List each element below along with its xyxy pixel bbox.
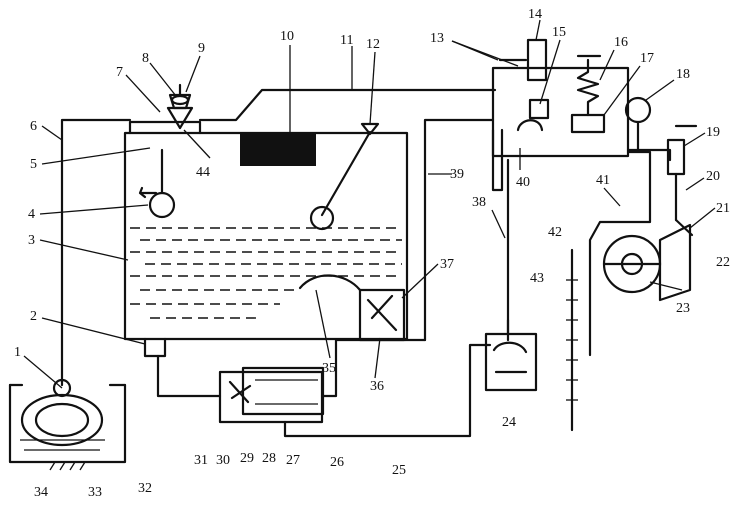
label-20: 20 — [706, 169, 720, 184]
label-27: 27 — [286, 453, 300, 468]
label-32: 32 — [138, 481, 152, 496]
float-arm — [320, 130, 372, 217]
label-8: 8 — [142, 51, 149, 66]
label-38: 38 — [472, 195, 486, 210]
label-12: 12 — [366, 37, 380, 52]
label-33: 33 — [88, 485, 102, 500]
label-25: 25 — [392, 463, 406, 478]
label-21: 21 — [716, 201, 730, 216]
leader-lines — [23, 19, 716, 389]
label-19: 19 — [706, 125, 720, 140]
label-30: 30 — [216, 453, 230, 468]
label-34: 34 — [34, 485, 48, 500]
label-24: 24 — [502, 415, 516, 430]
float-valve-ball — [148, 191, 176, 219]
label-35: 35 — [322, 361, 336, 376]
label-22: 22 — [716, 255, 730, 270]
label-18: 18 — [676, 67, 690, 82]
float-ball — [309, 205, 335, 231]
label-7: 7 — [116, 65, 123, 80]
label-41: 41 — [596, 173, 610, 188]
pump-1 — [20, 393, 104, 447]
label-1: 1 — [14, 345, 21, 360]
label-11: 11 — [340, 33, 353, 48]
ground-33 — [49, 461, 86, 471]
pressure-gauge-18 — [624, 96, 652, 124]
pipe-41 — [588, 150, 652, 357]
box-24 — [484, 332, 538, 392]
label-9: 9 — [198, 41, 205, 56]
label-23: 23 — [676, 301, 690, 316]
label-17: 17 — [640, 51, 654, 66]
label-37: 37 — [440, 257, 454, 272]
label-26: 26 — [330, 455, 344, 470]
motor-36 — [358, 288, 406, 342]
label-43: 43 — [530, 271, 544, 286]
label-28: 28 — [262, 451, 276, 466]
label-40: 40 — [516, 175, 530, 190]
stirrer-35 — [298, 274, 362, 292]
valve-15 — [528, 98, 550, 120]
spring-16 — [576, 58, 600, 117]
label-29: 29 — [240, 451, 254, 466]
label-2: 2 — [30, 309, 37, 324]
label-6: 6 — [30, 119, 37, 134]
cap-14 — [526, 38, 548, 82]
label-16: 16 — [614, 35, 628, 50]
drain-valve-2 — [143, 337, 167, 358]
liquid-surface — [130, 227, 402, 319]
label-3: 3 — [28, 233, 35, 248]
pipe-6 — [60, 118, 132, 387]
label-42: 42 — [548, 225, 562, 240]
label-5: 5 — [30, 157, 37, 172]
pipe-11 — [198, 88, 497, 122]
label-39: 39 — [450, 167, 464, 182]
label-44: 44 — [196, 165, 210, 180]
label-15: 15 — [552, 25, 566, 40]
label-4: 4 — [28, 207, 35, 222]
label-13: 13 — [430, 31, 444, 46]
reservoir-32 — [8, 383, 127, 464]
label-31: 31 — [194, 453, 208, 468]
inlet-valve — [128, 120, 202, 135]
pipe-39 — [423, 118, 495, 342]
control-block — [491, 66, 630, 158]
label-36: 36 — [370, 379, 384, 394]
label-14: 14 — [528, 7, 542, 22]
label-10: 10 — [280, 29, 294, 44]
heater-block — [240, 132, 316, 166]
